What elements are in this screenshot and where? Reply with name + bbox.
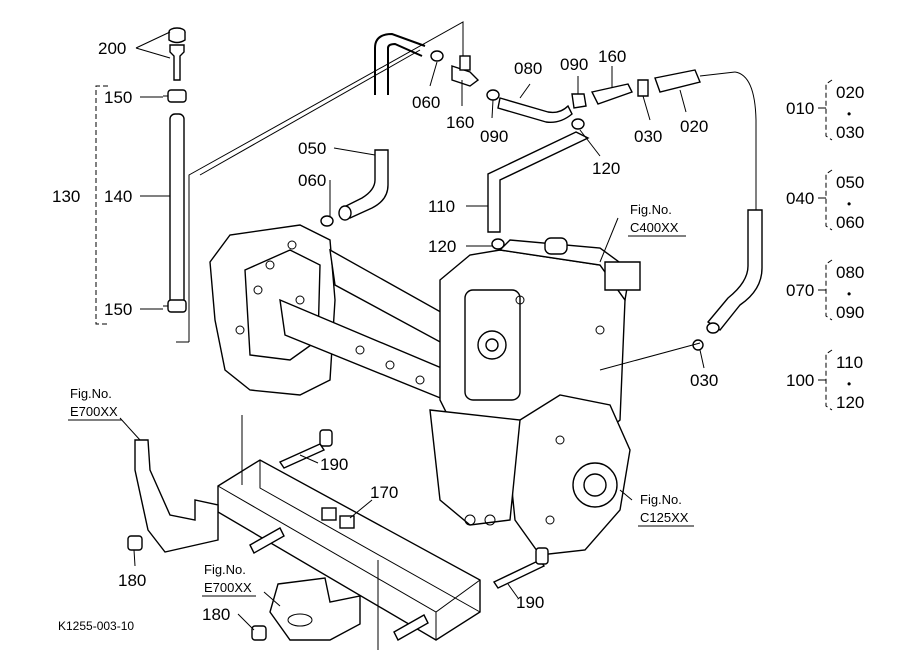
svg-text:Fig.No.: Fig.No. bbox=[204, 562, 246, 577]
bracket-170 bbox=[217, 415, 481, 650]
label-080: 080 bbox=[514, 59, 542, 78]
label-150-top: 150 bbox=[104, 88, 132, 107]
svg-text:060: 060 bbox=[836, 213, 864, 232]
label-190-left: 190 bbox=[320, 455, 348, 474]
group-brackets bbox=[818, 79, 833, 411]
upper-hose-assembly bbox=[320, 32, 763, 351]
svg-text:Fig.No.: Fig.No. bbox=[630, 202, 672, 217]
group-040: 040 050 • 060 bbox=[786, 173, 864, 232]
svg-text:•: • bbox=[847, 107, 851, 121]
svg-text:C125XX: C125XX bbox=[640, 510, 689, 525]
label-030-top: 030 bbox=[634, 127, 662, 146]
label-140: 140 bbox=[104, 187, 132, 206]
svg-text:110: 110 bbox=[836, 353, 863, 372]
label-110: 110 bbox=[428, 197, 455, 216]
svg-text:050: 050 bbox=[836, 173, 864, 192]
svg-text:•: • bbox=[847, 197, 851, 211]
svg-text:120: 120 bbox=[836, 393, 864, 412]
label-180-left: 180 bbox=[118, 571, 146, 590]
svg-text:090: 090 bbox=[836, 303, 864, 322]
svg-text:070: 070 bbox=[786, 281, 814, 300]
label-030-right: 030 bbox=[690, 371, 718, 390]
svg-text:Fig.No.: Fig.No. bbox=[70, 386, 112, 401]
svg-text:020: 020 bbox=[836, 83, 864, 102]
label-160-right: 160 bbox=[598, 47, 626, 66]
figref-e700-bottom[interactable]: Fig.No. E700XX bbox=[202, 562, 256, 597]
pipe-assembly-130 bbox=[95, 27, 189, 343]
label-190-right: 190 bbox=[516, 593, 544, 612]
label-180-bottom: 180 bbox=[202, 605, 230, 624]
leader-lines bbox=[119, 31, 705, 631]
group-100: 100 110 • 120 bbox=[786, 353, 864, 412]
label-090-left: 090 bbox=[480, 127, 508, 146]
label-200: 200 bbox=[98, 39, 126, 58]
figref-e700-left[interactable]: Fig.No. E700XX bbox=[68, 386, 122, 421]
svg-text:E700XX: E700XX bbox=[70, 404, 118, 419]
label-120-mid: 120 bbox=[428, 237, 456, 256]
figref-c400[interactable]: Fig.No. C400XX bbox=[628, 202, 686, 237]
svg-text:030: 030 bbox=[836, 123, 864, 142]
label-160-left: 160 bbox=[446, 113, 474, 132]
group-070: 070 080 • 090 bbox=[786, 263, 864, 322]
svg-text:•: • bbox=[847, 287, 851, 301]
label-020: 020 bbox=[680, 117, 708, 136]
transmission-housing bbox=[209, 224, 641, 556]
svg-text:100: 100 bbox=[786, 371, 814, 390]
label-060-top: 060 bbox=[412, 93, 440, 112]
label-120-top: 120 bbox=[592, 159, 620, 178]
svg-text:Fig.No.: Fig.No. bbox=[640, 492, 682, 507]
svg-text:080: 080 bbox=[836, 263, 864, 282]
svg-text:E700XX: E700XX bbox=[204, 580, 252, 595]
figref-c125[interactable]: Fig.No. C125XX bbox=[638, 492, 694, 527]
label-060-left: 060 bbox=[298, 171, 326, 190]
brackets-e700 bbox=[127, 439, 361, 641]
svg-text:C400XX: C400XX bbox=[630, 220, 679, 235]
svg-text:010: 010 bbox=[786, 99, 814, 118]
group-010: 010 020 • 030 bbox=[786, 83, 864, 142]
drawing-code: K1255-003-10 bbox=[58, 619, 134, 633]
label-170: 170 bbox=[370, 483, 398, 502]
label-050: 050 bbox=[298, 139, 326, 158]
svg-text:040: 040 bbox=[786, 189, 814, 208]
label-130: 130 bbox=[52, 187, 80, 206]
label-150-bottom: 150 bbox=[104, 300, 132, 319]
label-090-right: 090 bbox=[560, 55, 588, 74]
svg-text:•: • bbox=[847, 377, 851, 391]
